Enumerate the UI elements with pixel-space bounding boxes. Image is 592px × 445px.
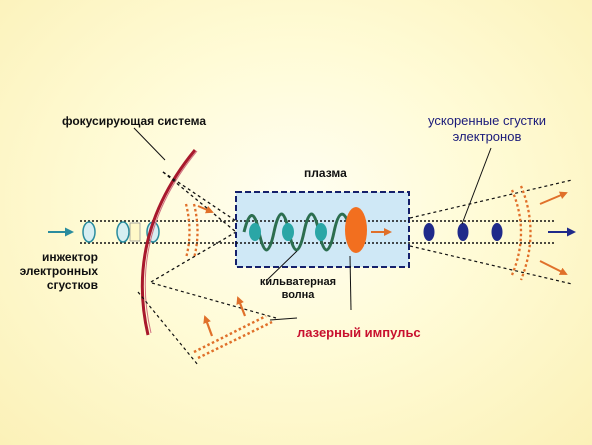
- focusing-system-label: фокусирующая система: [62, 114, 206, 128]
- laser-arrow-2: [236, 296, 247, 317]
- diverging-wavefronts: [510, 185, 532, 281]
- laser-arrow-1: [203, 315, 214, 337]
- wakefield-wave: [242, 212, 350, 252]
- injector-label-line2: электронных: [19, 264, 98, 278]
- diverging-arrow-down: [539, 260, 568, 275]
- laser-pulse-label: лазерный импульс: [297, 325, 421, 340]
- wakefield-label: кильватерная волна: [248, 276, 348, 302]
- converging-wavefronts: [184, 203, 199, 259]
- laser-pulse: [345, 207, 367, 253]
- injector-label-line1: инжектор: [41, 250, 98, 264]
- diverging-arrow-up: [539, 191, 568, 205]
- incoming-laser-beam: [137, 282, 277, 366]
- plasma-label: плазма: [304, 166, 347, 180]
- accelerated-bunches-label-line2: электронов: [452, 129, 522, 144]
- wavefront-arrow: [197, 205, 214, 214]
- leader-lines: [133, 127, 492, 321]
- injector-label: инжектор электронных сгустков: [0, 250, 98, 292]
- wakefield-label-line1: кильватерная: [259, 276, 337, 288]
- accelerated-bunches: [423, 223, 503, 241]
- injector-label-line3: сгустков: [46, 278, 98, 292]
- wakefield-label-line2: волна: [281, 289, 315, 301]
- diverging-cone: [409, 179, 573, 285]
- laser-focus-cone: [150, 171, 237, 283]
- focusing-mirror: [140, 149, 197, 336]
- accelerated-bunches-label: ускоренные сгустки электронов: [398, 114, 576, 144]
- plasma-bunches: [249, 223, 327, 241]
- accelerated-bunches-label-line1: ускоренные сгустки: [428, 113, 546, 128]
